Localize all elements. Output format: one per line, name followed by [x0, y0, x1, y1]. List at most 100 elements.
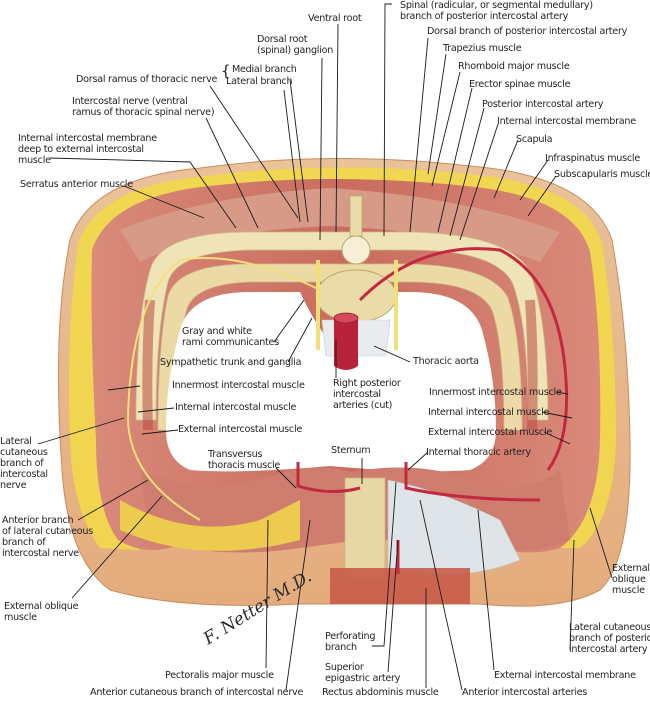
- leader-infraspinatus: [519, 159, 549, 201]
- anterior-fat: [120, 500, 300, 551]
- leader-external-left: [141, 429, 179, 435]
- label-anterior-branch-lateral-cutaneous: Anterior branch of lateral cutaneous bra…: [2, 515, 93, 559]
- leader-internal-intercostal-membrane-deep: [49, 157, 237, 229]
- leader-thoracic-aorta: [373, 345, 411, 363]
- leader-superior-epigastric: [387, 539, 399, 673]
- label-internal-thoracic-artery: Internal thoracic artery: [426, 447, 531, 458]
- leader-anterior-branch: [77, 479, 149, 521]
- label-internal-intercostal-membrane-deep: Internal intercostal membrane deep to ex…: [18, 133, 157, 166]
- leader-transversus: [275, 467, 297, 489]
- label-innermost-intercostal-right: Innermost intercostal muscle: [429, 387, 562, 398]
- leader-rami: [273, 299, 305, 343]
- leader-perforating: [372, 481, 397, 647]
- posterior-intercostal-artery-right: [358, 247, 569, 471]
- label-anterior-intercostal-arteries: Anterior intercostal arteries: [462, 687, 588, 698]
- label-external-intercostal-membrane: External intercostal membrane: [494, 670, 636, 681]
- leader-serratus: [123, 185, 205, 219]
- leader-rhomboid: [431, 71, 461, 187]
- label-lateral-branch: Lateral branch: [226, 76, 293, 87]
- label-internal-intercostal-right: Internal intercostal muscle: [428, 407, 550, 418]
- leader-internal-thoracic: [407, 451, 429, 471]
- leader-lateral-cutaneous-artery: [569, 539, 575, 651]
- leader-external-right: [543, 431, 571, 445]
- leader-internal-intercostal-membrane: [459, 123, 499, 241]
- label-serratus-anterior: Serratus anterior muscle: [20, 179, 133, 190]
- label-rhomboid-major: Rhomboid major muscle: [458, 61, 570, 72]
- intercostal-stripe-right: [525, 299, 538, 431]
- thoracic-aorta-shape: [334, 318, 358, 370]
- back-muscles: [120, 188, 560, 262]
- label-intercostal-nerve: Intercostal nerve (ventral ramus of thor…: [72, 96, 215, 118]
- rectus-abdominis: [330, 568, 470, 604]
- intercostal-stripe-left: [142, 299, 155, 431]
- leader-internal-right: [541, 411, 573, 419]
- sternum: [344, 477, 386, 579]
- label-medial-branch: Medial branch: [232, 64, 297, 75]
- leader-lateral-cutaneous-nerve: [37, 417, 125, 445]
- label-thoracic-aorta: Thoracic aorta: [413, 356, 479, 367]
- leader-medial-branch: [289, 79, 309, 223]
- label-external-oblique-left: External oblique muscle: [4, 601, 79, 623]
- label-rami-communicantes: Gray and white rami communicantes: [182, 326, 279, 348]
- thoracic-cavity: [166, 292, 496, 472]
- leader-anterior-cutaneous: [285, 519, 311, 691]
- label-perforating-branch: Perforating branch: [325, 631, 376, 653]
- label-anterior-cutaneous-nerve: Anterior cutaneous branch of intercostal…: [90, 687, 304, 698]
- leader-pectoralis: [265, 519, 269, 669]
- leader-external-oblique-left: [71, 495, 163, 599]
- label-sternum: Sternum: [331, 445, 371, 456]
- leader-trapezius: [427, 53, 447, 175]
- leader-sympathetic: [287, 317, 313, 363]
- label-dorsal-ramus: Dorsal ramus of thoracic nerve: [76, 74, 218, 85]
- leader-posterior-intercostal-artery: [449, 107, 485, 237]
- label-superior-epigastric: Superior epigastric artery: [325, 662, 401, 684]
- label-infraspinatus: Infraspinatus muscle: [545, 153, 640, 164]
- leader-innermost-right: [555, 391, 569, 395]
- label-subscapularis: Subscapularis muscle: [554, 169, 650, 180]
- leader-scapula: [493, 139, 519, 199]
- spinous-process: [349, 195, 363, 237]
- leader-external-oblique-right: [589, 507, 613, 579]
- brace: {: [221, 62, 231, 80]
- leader-dorsal-root-ganglion: [319, 57, 323, 241]
- label-rectus-abdominis: Rectus abdominis muscle: [322, 687, 439, 698]
- label-lateral-cutaneous-artery: Lateral cutaneous branch of posterior in…: [569, 622, 650, 655]
- leader-subscapularis: [527, 175, 557, 217]
- label-erector-spinae: Erector spinae muscle: [469, 79, 571, 90]
- leader-anterior-intercostal-arteries: [419, 499, 463, 691]
- leader-innermost-left: [107, 385, 141, 391]
- leader-spinal-branch: [383, 3, 392, 237]
- label-pectoralis-major: Pectoralis major muscle: [165, 670, 274, 681]
- label-ventral-root: Ventral root: [308, 13, 362, 24]
- label-posterior-intercostal-artery: Posterior intercostal artery: [482, 99, 604, 110]
- intercostal-nerve-left: [126, 257, 321, 521]
- leader-internal-left: [137, 407, 175, 413]
- label-sympathetic-trunk: Sympathetic trunk and ganglia: [160, 357, 302, 368]
- rib-band-upper: [135, 231, 549, 421]
- leader-dorsal-ramus: [209, 85, 299, 219]
- label-lateral-cutaneous-nerve: Lateral cutaneous branch of intercostal …: [0, 436, 48, 491]
- sympathetic-trunk-shape: [316, 260, 398, 350]
- label-external-intercostal-left: External intercostal muscle: [178, 424, 303, 435]
- leader-ventral-root: [335, 23, 339, 233]
- leader-external-intercostal-membrane: [477, 509, 495, 671]
- label-innermost-intercostal-left: Innermost intercostal muscle: [172, 380, 305, 391]
- label-transversus-thoracis: Transversus thoracis muscle: [208, 449, 281, 471]
- label-trapezius: Trapezius muscle: [443, 43, 522, 54]
- label-internal-intercostal-membrane: Internal intercostal membrane: [497, 116, 636, 127]
- leader-intercostal-nerve: [205, 117, 259, 229]
- leader-lateral-branch: [283, 89, 301, 223]
- internal-thoracic-artery-left: [296, 462, 361, 493]
- leader-erector: [437, 87, 473, 233]
- label-external-intercostal-right: External intercostal muscle: [428, 427, 553, 438]
- label-external-oblique-right: External oblique muscle: [612, 563, 650, 596]
- label-dorsal-root-ganglion: Dorsal root (spinal) ganglion: [257, 34, 334, 56]
- label-scapula: Scapula: [516, 134, 553, 145]
- label-dorsal-branch-artery: Dorsal branch of posterior intercostal a…: [427, 26, 628, 37]
- label-spinal-branch: Spinal (radicular, or segmental medullar…: [400, 0, 593, 22]
- leader-dorsal-branch: [409, 37, 429, 233]
- internal-thoracic-artery-right: [404, 462, 541, 502]
